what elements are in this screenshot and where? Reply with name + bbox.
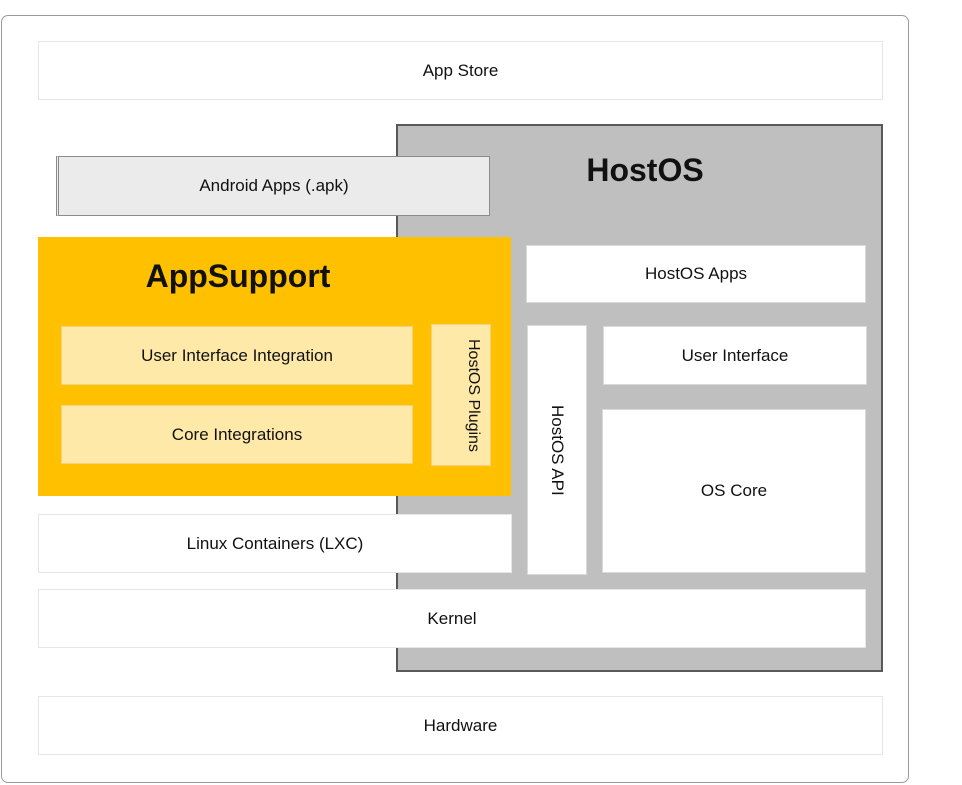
hardware-label: Hardware <box>423 715 498 735</box>
android-apps-layer: Android Apps (.apk) <box>56 156 490 216</box>
linux-containers-label: Linux Containers (LXC) <box>186 533 364 553</box>
kernel-label: Kernel <box>427 608 477 628</box>
app-store-label: App Store <box>422 60 499 80</box>
os-core-block: OS Core <box>602 409 866 573</box>
linux-containers-layer: Linux Containers (LXC) <box>38 514 512 573</box>
appsupport-title: AppSupport <box>145 258 331 294</box>
user-interface-label: User Interface <box>681 345 789 365</box>
app-store-layer: App Store <box>38 41 883 100</box>
os-core-label: OS Core <box>700 481 768 500</box>
kernel-layer: Kernel <box>38 589 866 648</box>
hostos-apps-layer: HostOS Apps <box>526 245 866 303</box>
user-interface-block: User Interface <box>603 326 867 385</box>
hostos-plugins-block: HostOS Plugins <box>431 324 491 466</box>
hostos-api-label: HostOS API <box>548 404 567 496</box>
hostos-title: HostOS <box>586 152 704 188</box>
hostos-api-block: HostOS API <box>527 325 587 575</box>
hostos-apps-label: HostOS Apps <box>644 264 748 283</box>
core-integrations-block: Core Integrations <box>61 405 413 464</box>
user-interface-integration-label: User Interface Integration <box>141 345 333 365</box>
hardware-layer: Hardware <box>38 696 883 755</box>
core-integrations-label: Core Integrations <box>171 424 303 444</box>
user-interface-integration-block: User Interface Integration <box>61 326 413 385</box>
android-apps-label: Android Apps (.apk) <box>199 176 349 195</box>
hostos-plugins-label: HostOS Plugins <box>465 338 482 452</box>
